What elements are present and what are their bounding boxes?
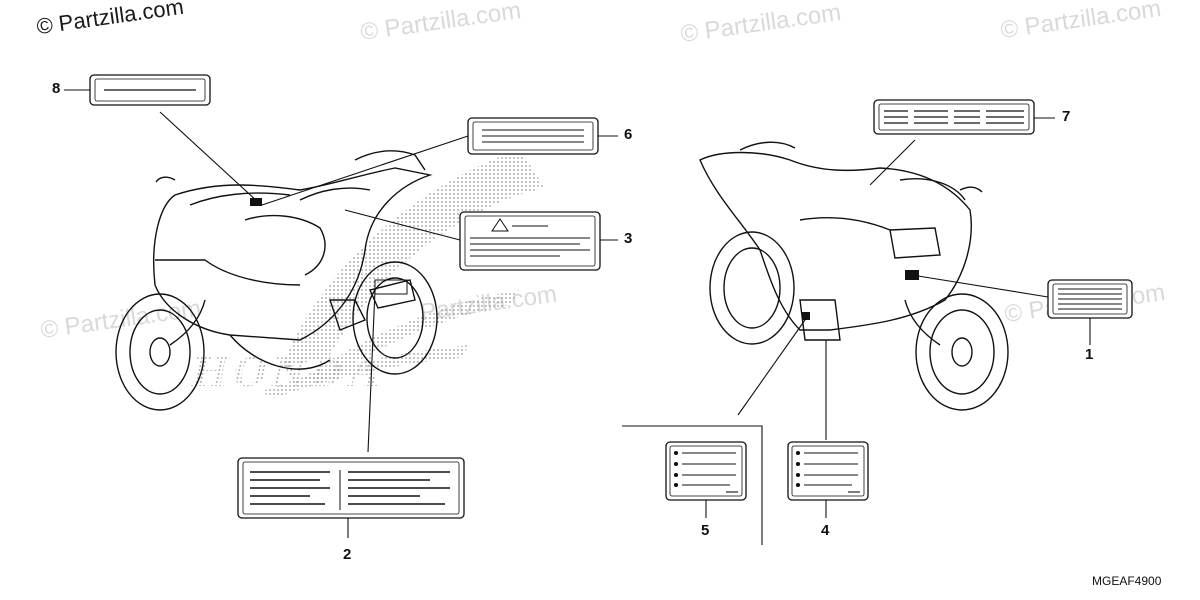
label-7-drawing [873, 99, 1035, 135]
leader-lines [64, 89, 1091, 545]
callout-7: 7 [1062, 108, 1071, 125]
callout-6: 6 [624, 126, 633, 143]
label-3-drawing [459, 211, 601, 271]
callout-8: 8 [52, 80, 61, 97]
diagram-code: MGEAF4900 [1092, 574, 1162, 588]
callout-2: 2 [343, 546, 352, 563]
label-2-drawing [237, 457, 465, 519]
honda-wing-logo [260, 150, 545, 398]
callout-5: 5 [701, 522, 710, 539]
honda-brand-text: HONDA [188, 346, 392, 395]
label-4-drawing [787, 441, 869, 501]
left-motorcycle-illustration [115, 150, 438, 411]
right-motorcycle-illustration [699, 141, 1009, 411]
label-5-drawing [665, 441, 747, 501]
callout-4: 4 [821, 522, 830, 539]
callout-3: 3 [624, 230, 633, 247]
label-markers [250, 198, 919, 320]
label-1-drawing [1047, 279, 1133, 319]
callout-1: 1 [1085, 346, 1094, 363]
label-8-drawing [89, 74, 211, 106]
label-6-drawing [467, 117, 599, 155]
